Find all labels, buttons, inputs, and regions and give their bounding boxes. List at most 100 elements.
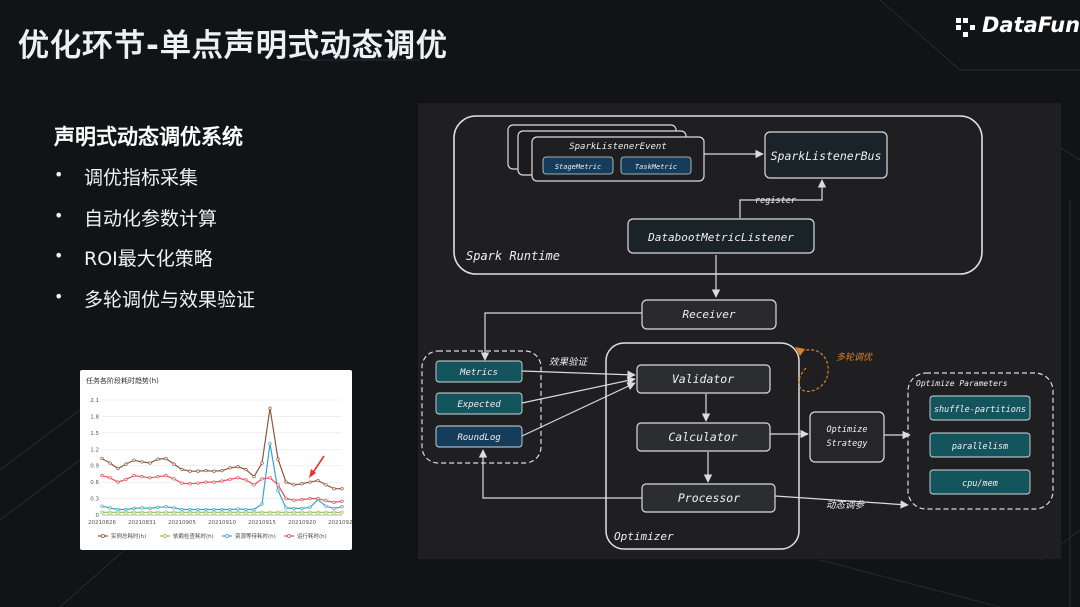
chart-point [100,473,104,478]
chart-y-tick-label: 0.9 [90,464,99,470]
chart-point [292,510,296,514]
chart-y-tick-label: 1.5 [90,431,99,437]
bullet-item: •调优指标采集 [54,165,199,189]
chart-x-tick-label: 20210831 [128,520,156,526]
chart-point [220,468,224,473]
chart-point [204,507,208,512]
chart-point [132,510,136,514]
optimize-strategy-label-1: Optimize [827,425,868,435]
chart-point [316,496,320,501]
chart-point [268,510,272,514]
chart-point [132,506,136,511]
chart-point [332,500,336,505]
chart-point [228,510,232,514]
chart-point [164,456,168,461]
calculator-label: Calculator [668,430,737,444]
parallelism-label: parallelism [951,442,1008,452]
chart-y-tick-label: 1.8 [90,414,99,420]
chart-point [284,510,288,514]
shuffle-partitions-box [929,395,1031,421]
chart-point [180,510,184,514]
chart-point [180,481,184,485]
chart-point [116,466,120,471]
validation-inputs-group [421,350,542,464]
chart-x-tick-label: 20210826 [88,520,116,526]
chart-point [324,483,328,487]
chart-point [244,510,248,514]
arrow-receiver-to-metrics [480,312,642,361]
chart-point [172,506,176,510]
chart-x-tick-label: 20210905 [168,520,196,526]
chart-point [340,499,344,503]
chart-point [188,510,192,514]
chart-point [332,487,336,491]
chart-point [340,505,344,509]
roundlog-box [435,425,523,448]
dynamic-adjust-label: 动态调参 [826,499,866,511]
chart-point [228,507,232,512]
chart-point [340,510,344,514]
chart-legend-marker [224,533,229,538]
chart-point [252,510,256,514]
chart-point [172,462,176,466]
chart-point [140,475,144,479]
chart-legend-marker [286,533,291,538]
chart-point [212,469,216,473]
chart-point [308,496,312,501]
chart-point [108,476,112,480]
validator-box [636,364,771,394]
chart-point [148,476,152,480]
arrow-metrics-to-validator [521,370,636,379]
chart-y-tick-label: 0.3 [90,497,99,503]
chart-point [124,510,128,514]
chart-point [252,507,256,512]
architecture-diagram-svg: Spark Runtime SparkListenerEvent StageMe… [421,115,1054,550]
chart-point [260,461,264,465]
bullet-item: •ROI最大化策略 [54,246,213,270]
chart-point [276,457,280,461]
chart-point [324,510,328,514]
chart-point [284,480,288,484]
bullet-dot-icon: • [54,286,64,306]
chart-point [124,462,128,466]
chart-point [236,476,240,480]
chart-y-tick-label: 0.6 [90,480,99,486]
chart-point [236,510,240,514]
chart-point [196,507,200,512]
chart-point [292,506,296,511]
optimizer-container [605,342,800,550]
chart-point [164,510,168,514]
chart-point [156,457,160,461]
trend-chart: 任务各阶段耗时趋势(h)00.30.60.91.21.51.82.1202108… [86,376,352,540]
chart-legend-label: 资源等待耗时(h) [235,532,276,540]
bullet-item: •自动化参数计算 [54,205,218,230]
spark-runtime-label: Spark Runtime [466,249,560,263]
chart-point [292,483,296,487]
bullet-dot-icon: • [54,205,64,225]
multi-round-label: 多轮调优 [836,352,873,363]
chart-point [268,476,272,480]
chart-point [332,510,336,514]
chart-point [140,460,144,464]
chart-legend-marker [100,533,105,538]
chart-point [244,467,248,472]
spark-listener-event-label: SparkListenerEvent [569,142,667,152]
multi-round-loop-arrow [798,349,829,393]
chart-point [268,406,272,410]
chart-point [260,502,264,506]
chart-point [220,479,224,483]
chart-point [236,507,240,511]
chart-point [148,461,152,465]
chart-point [204,468,208,473]
chart-point [340,487,344,491]
chart-point [220,507,224,512]
chart-point [228,477,232,482]
task-metric-label: TaskMetric [635,163,677,171]
chart-point [116,510,120,514]
datafun-logo: DataFun. [982,13,1080,37]
chart-x-tick-label: 20210920 [288,520,316,526]
chart-point [188,469,192,473]
chart-point [212,480,216,484]
processor-label: Processor [678,491,740,505]
spark-runtime-container [453,115,983,275]
